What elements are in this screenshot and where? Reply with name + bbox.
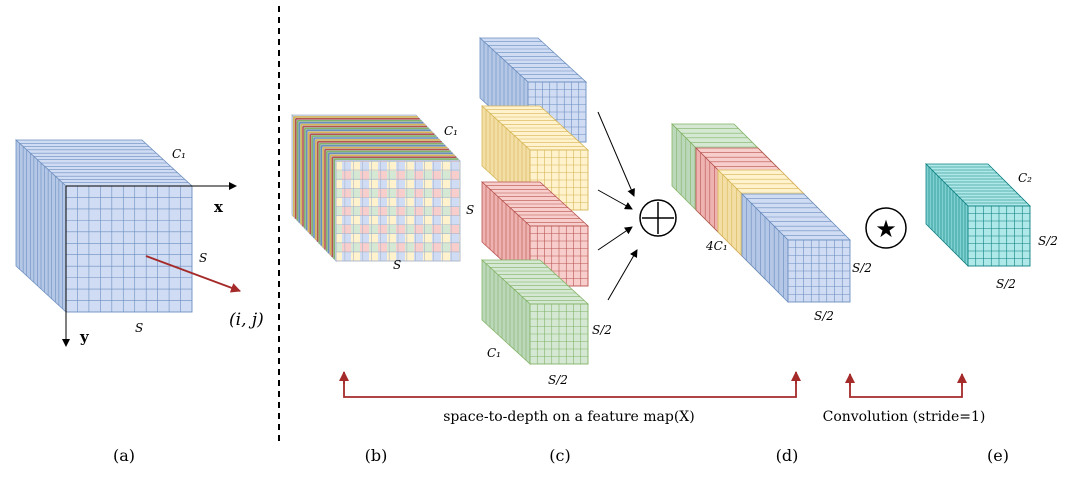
merge-arrow-blue bbox=[597, 111, 635, 197]
panel-e-output-feature-map bbox=[925, 163, 1031, 267]
panel-c-green-block-depth-stripes bbox=[485, 263, 584, 361]
panel-a-pixel-label: (i, j) bbox=[229, 310, 264, 330]
panel-c-width-label: S/2 bbox=[548, 373, 568, 387]
panel-c-green-block-front-grid bbox=[530, 304, 588, 364]
panel-a-feature-map bbox=[14, 139, 241, 347]
panel-c-yellow-block-front-grid bbox=[530, 150, 588, 210]
conv-operator bbox=[865, 207, 907, 249]
panel-e-width-label: S/2 bbox=[996, 277, 1016, 291]
panel-e-channel-label: C₂ bbox=[1018, 171, 1032, 185]
caption-a: (a) bbox=[113, 446, 135, 465]
panel-d-blue-slab-depth-stripes bbox=[746, 198, 846, 298]
caption-c: (c) bbox=[549, 446, 570, 465]
panel-a-channel-label: C₁ bbox=[172, 147, 186, 161]
panel-d-height-label: S/2 bbox=[852, 261, 872, 275]
conv-star-icon: ★ bbox=[875, 215, 897, 243]
panel-a-y-axis-label: y bbox=[79, 328, 90, 346]
panel-a-cube-front-grid bbox=[66, 186, 192, 312]
panel-b-cube-depth-stripes bbox=[293, 116, 459, 260]
merge-arrow-yellow bbox=[597, 189, 633, 210]
panel-c-sub-feature-maps bbox=[478, 37, 590, 365]
caption-d: (d) bbox=[776, 446, 799, 465]
pixel-pointer-arrow bbox=[145, 255, 241, 293]
merge-arrow-green bbox=[607, 249, 638, 301]
panel-b-cube-front-grid bbox=[336, 161, 460, 261]
convolution-bracket bbox=[849, 378, 963, 398]
panel-a-width-label: S bbox=[135, 321, 143, 335]
merge-arrow-red bbox=[597, 226, 633, 251]
panel-e-height-label: S/2 bbox=[1038, 234, 1058, 248]
panel-d-width-label: S/2 bbox=[814, 309, 834, 323]
panel-a-x-axis-label: x bbox=[214, 198, 224, 216]
panel-e-cube-depth-stripes bbox=[928, 166, 1027, 263]
panel-c-channel-label: C₁ bbox=[487, 346, 501, 360]
panel-a-height-label: S bbox=[199, 251, 207, 265]
panel-d-stacked-feature-map bbox=[671, 123, 851, 303]
caption-e: (e) bbox=[987, 446, 1009, 465]
panel-d-blue-slab-front-grid bbox=[788, 240, 850, 302]
panel-c-height-label: S/2 bbox=[592, 323, 612, 337]
caption-b: (b) bbox=[365, 446, 388, 465]
panel-b-channel-label: C₁ bbox=[444, 124, 458, 138]
panel-a-cube-depth-stripes bbox=[19, 142, 189, 309]
space-to-depth-bracket bbox=[343, 375, 797, 398]
panel-b-height-label: S bbox=[466, 203, 474, 217]
panel-d-channel-label: 4C₁ bbox=[705, 239, 728, 253]
panel-b-width-label: S bbox=[393, 258, 401, 272]
panel-b-feature-map bbox=[291, 114, 461, 262]
convolution-label: Convolution (stride=1) bbox=[823, 409, 986, 425]
panel-e-cube-front-grid bbox=[968, 206, 1030, 266]
panel-a-cube-front-face bbox=[65, 185, 193, 313]
space-to-depth-label: space-to-depth on a feature map(X) bbox=[443, 409, 695, 425]
